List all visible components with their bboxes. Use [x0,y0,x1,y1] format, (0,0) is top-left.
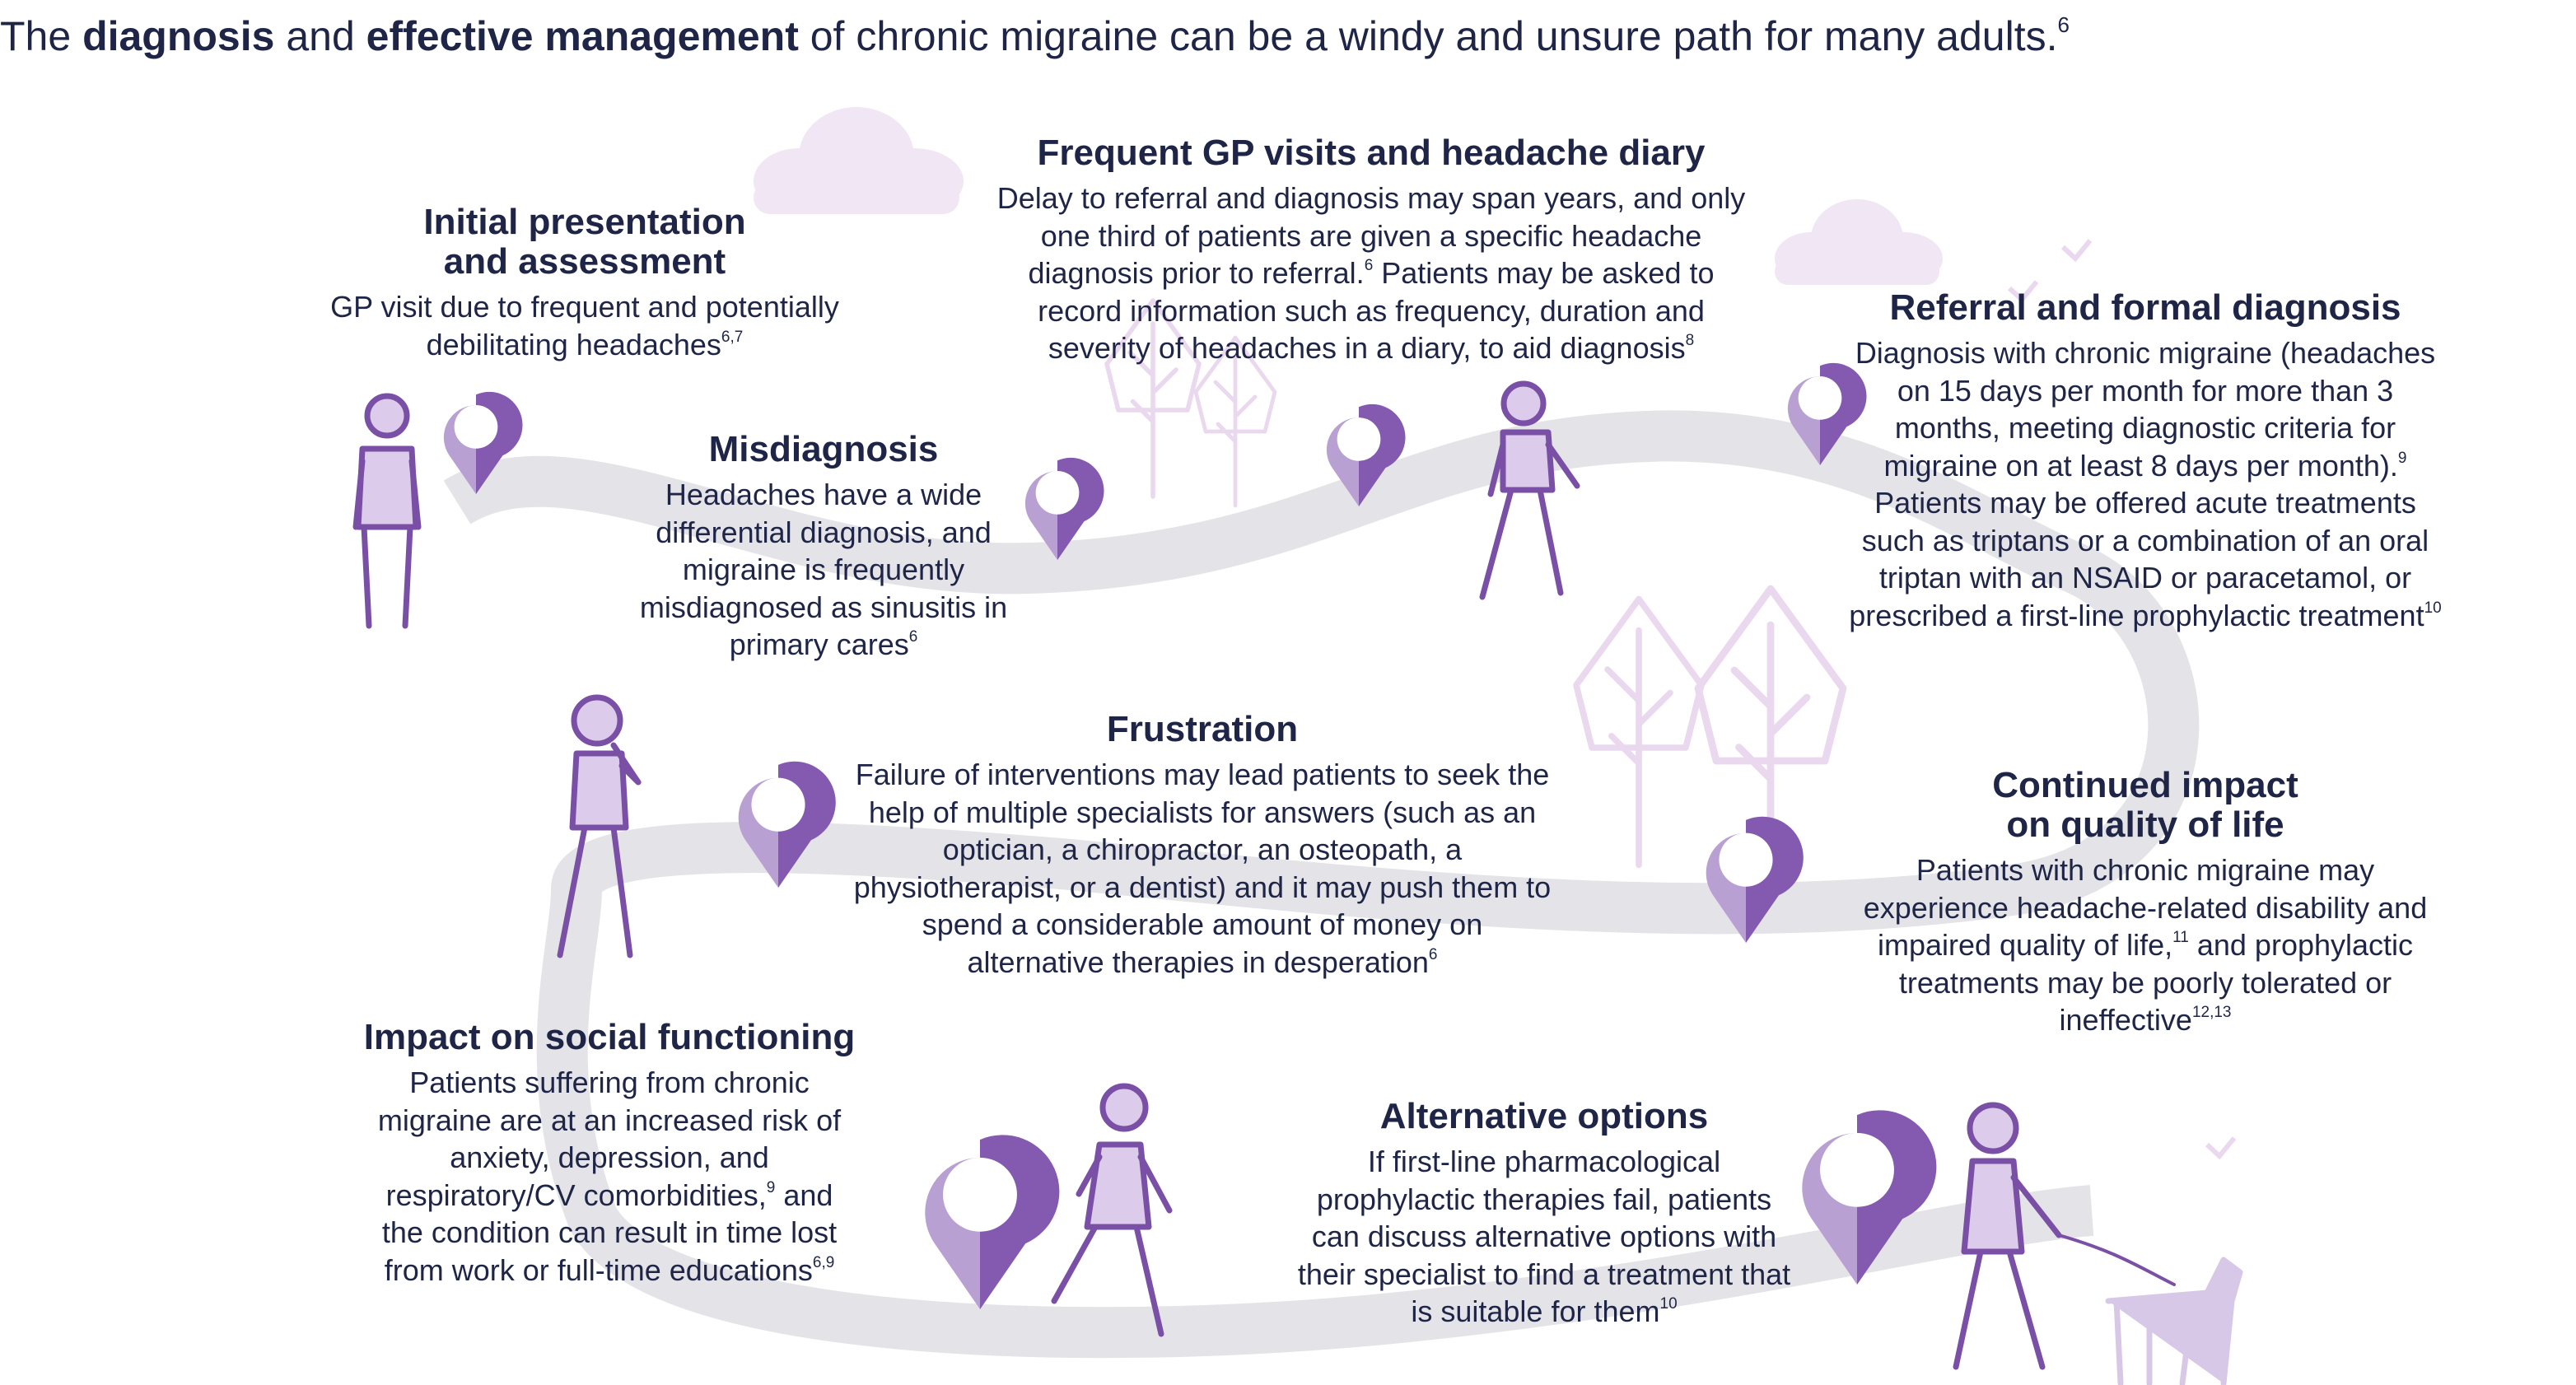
step-description: Patients suffering from chronic migraine… [377,1066,842,1287]
map-pin-icon [925,1135,1060,1309]
woman-walking-icon [1479,380,1580,600]
step-title: Frequent GP visits and headache diary [1037,133,1706,173]
step-title: Referral and formal diagnosis [1889,287,2401,328]
step-description: Headaches have a wide differential diagn… [639,478,1008,661]
step-description: If first-line pharmacological prophylact… [1297,1145,1791,1328]
cloud-icon [1775,199,1943,285]
cloud-icon [754,107,964,214]
step-description: Failure of interventions may lead patien… [853,758,1552,979]
step-title: Misdiagnosis [708,429,939,469]
page-headline: The diagnosis and effective management o… [0,12,2070,59]
step-title: Alternative options [1379,1096,1709,1136]
step-description: Diagnosis with chronic migraine (headach… [1849,336,2442,632]
step-alternative-options: Alternative options If first-line pharma… [1289,1097,1799,1331]
step-title: Frustration [1106,709,1299,749]
step-description: GP visit due to frequent and potentially… [330,290,839,361]
step-frustration: Frustration Failure of interventions may… [852,710,1552,981]
bird-icon [2007,280,2039,304]
woman-walking-dog-icon [1953,1102,2243,1385]
bird-icon [2205,1136,2237,1160]
step-misdiagnosis: Misdiagnosis Headaches have a wide diffe… [634,430,1013,664]
step-description: Delay to referral and diagnosis may span… [996,181,1746,365]
tree-icon [1576,599,1701,865]
step-frequent-gp-visits: Frequent GP visits and headache diary De… [984,133,1758,367]
woman-thinking-icon [557,694,642,958]
step-description: Patients with chronic migraine may exper… [1863,853,2428,1037]
journey-path [443,410,2200,1359]
step-referral-formal-diagnosis: Referral and formal diagnosis Diagnosis … [1845,288,2446,634]
woman-standing-icon [352,393,422,629]
step-title: Impact on social functioning [363,1017,856,1057]
bird-icon [2060,239,2093,263]
woman-running-icon [1051,1083,1173,1337]
step-social-functioning: Impact on social functioning Patients su… [354,1018,865,1289]
